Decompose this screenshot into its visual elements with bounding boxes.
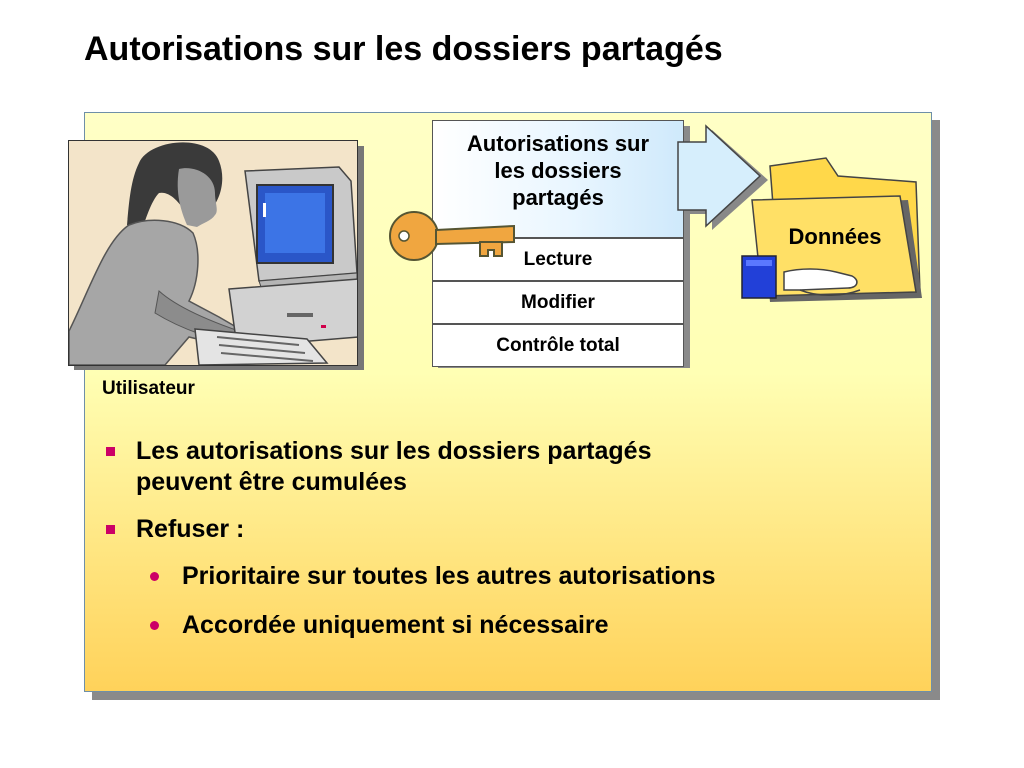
sub-bullet-item: Prioritaire sur toutes les autres autori… (104, 561, 904, 592)
permission-row-modify: Modifier (432, 281, 684, 324)
bullet-item: Les autorisations sur les dossiers parta… (104, 436, 904, 498)
user-label: Utilisateur (102, 378, 195, 399)
sub-bullet-item: Accordée uniquement si nécessaire (104, 610, 904, 641)
permissions-header-line: Autorisations sur (466, 130, 650, 156)
permission-row-read: Lecture (432, 238, 684, 281)
bullet-item: Refuser : (104, 514, 904, 545)
bullet-text-line: Les autorisations sur les dossiers parta… (136, 437, 652, 465)
sub-bullet-text: Prioritaire sur toutes les autres autori… (182, 562, 716, 590)
square-bullet-icon (106, 525, 115, 534)
folder-label: Données (788, 224, 882, 249)
bullet-list: Les autorisations sur les dossiers parta… (104, 436, 904, 659)
round-bullet-icon (150, 572, 159, 581)
permissions-header-line: partagés (512, 184, 604, 210)
woman-at-computer-illustration (68, 140, 358, 366)
permissions-box-header: Autorisations sur les dossiers partagés (432, 120, 684, 238)
arrow-icon (677, 124, 768, 230)
bullet-text-line: peuvent être cumulées (136, 468, 407, 496)
round-bullet-icon (150, 621, 159, 630)
computer-case-icon (228, 278, 357, 348)
folder-icon (741, 157, 922, 302)
key-icon (389, 211, 515, 261)
square-bullet-icon (106, 447, 115, 456)
monitor-icon (244, 166, 357, 300)
permissions-header-line: les dossiers (494, 157, 622, 183)
woman-face (177, 168, 217, 227)
slide-title: Autorisations sur les dossiers partagés (84, 30, 723, 68)
hand-icon (741, 255, 861, 299)
sub-bullet-text: Accordée uniquement si nécessaire (182, 611, 609, 639)
bullet-text-line: Refuser : (136, 515, 245, 543)
keyboard-icon (194, 328, 329, 365)
permission-row-full-control: Contrôle total (432, 324, 684, 367)
